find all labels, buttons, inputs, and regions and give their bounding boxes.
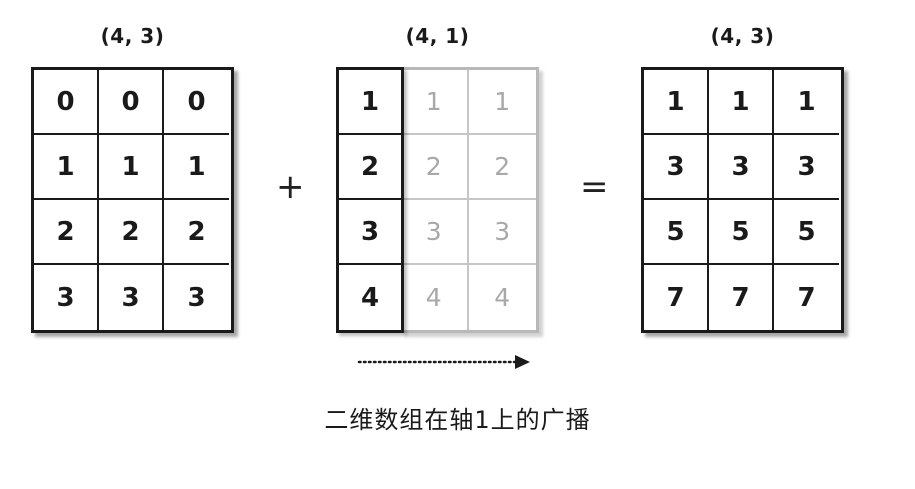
left-array-shape-label: (4, 3) [100,24,165,48]
left-array-cell: 3 [34,265,99,330]
broadcast-ghost-cell: 2 [401,135,469,200]
broadcast-ghost-cell: 1 [401,70,469,135]
result-array-cell: 5 [774,200,839,265]
left-array-cell: 0 [99,70,164,135]
broadcast-ghost-cell: 3 [468,200,536,265]
result-array-cell: 3 [774,135,839,200]
left-array-cell: 3 [187,282,206,313]
middle-array-grid: 1 1 2 2 3 3 4 4 1 2 3 4 [336,67,539,333]
result-array-cell: 7 [709,265,774,330]
broadcast-ghost-cell: 2 [468,135,536,200]
result-array-shape-label: (4, 3) [710,24,775,48]
left-array-cell: 2 [164,200,229,265]
equals-operator: = [580,167,609,207]
middle-array-cell: 3 [339,200,401,265]
result-array-cell: 1 [709,70,774,135]
middle-array-cell: 4 [360,282,380,313]
result-array-cell: 5 [644,200,709,265]
result-array-cell: 7 [797,282,816,313]
middle-array-shape-label: (4, 1) [405,24,470,48]
left-array-cell: 3 [99,265,164,330]
result-array-cell: 7 [644,265,709,330]
dotted-right-arrow-icon [357,355,530,369]
result-array-cell: 1 [774,70,839,135]
left-array-cell: 1 [99,135,164,200]
left-array-cell: 0 [34,70,99,135]
left-array-cell: 2 [99,200,164,265]
result-array-cell: 3 [644,135,709,200]
middle-array-column: 1 2 3 4 [336,67,404,333]
left-array-cell: 2 [34,200,99,265]
result-array-cell: 1 [644,70,709,135]
broadcast-ghost-cell: 4 [401,265,469,330]
broadcast-ghost-cell: 4 [494,283,511,312]
result-array-cell: 3 [709,135,774,200]
middle-array-cell: 1 [339,70,401,135]
broadcast-ghost-columns: 1 1 2 2 3 3 4 4 [401,67,539,333]
broadcast-ghost-cell: 1 [468,70,536,135]
left-array-cell: 0 [164,70,229,135]
left-array-grid: 0 0 0 1 1 1 2 2 2 3 3 3 [31,67,234,333]
plus-operator: + [276,167,305,207]
result-array-cell: 5 [709,200,774,265]
left-array-cell: 1 [34,135,99,200]
result-array-grid: 1 1 1 3 3 3 5 5 5 7 7 7 [641,67,844,333]
left-array-cell: 1 [164,135,229,200]
middle-array-cell: 2 [339,135,401,200]
diagram-caption: 二维数组在轴1上的广播 [324,406,591,434]
broadcast-ghost-cell: 3 [401,200,469,265]
